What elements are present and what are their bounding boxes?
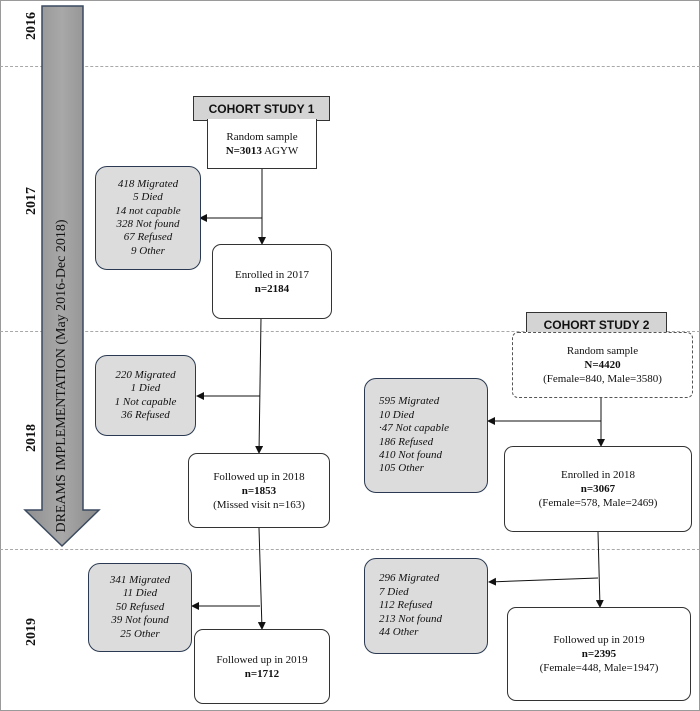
separator-2016-2017 xyxy=(0,66,700,67)
implementation-arrow xyxy=(23,5,101,548)
cohort2-exclusion-2018: 595 Migrated 10 Died ·47 Not capable 186… xyxy=(364,378,488,493)
exclusion-item: 44 Other xyxy=(379,626,419,639)
cohort2-random-sample-breakdown: (Female=840, Male=3580) xyxy=(543,373,662,385)
exclusion-item: 418 Migrated xyxy=(117,177,179,190)
cohort1-header: COHORT STUDY 1 xyxy=(193,96,330,121)
exclusion-item: ·47 Not capable xyxy=(379,422,449,435)
cohort2-followed-2019-label: Followed up in 2019 xyxy=(553,634,645,646)
arrow-c1-enrolled-to-2018 xyxy=(255,317,264,454)
cohort2-enrolled-2018-breakdown: (Female=578, Male=2469) xyxy=(538,497,658,509)
exclusion-item: 36 Refused xyxy=(121,408,170,421)
exclusion-item: 296 Migrated xyxy=(379,572,440,585)
arrow-c1-2018-to-2019 xyxy=(257,527,266,630)
cohort1-random-sample-label: Random sample xyxy=(226,130,298,143)
cohort1-followed-2019-label: Followed up in 2019 xyxy=(216,653,308,666)
cohort1-random-sample-count: N=3013 AGYW xyxy=(225,144,299,157)
exclusion-item: 595 Migrated xyxy=(379,395,440,408)
cohort1-followed-2018-count: n=1853 xyxy=(241,484,277,497)
exclusion-item: 105 Other xyxy=(379,462,424,475)
exclusion-item: 9 Other xyxy=(131,244,165,257)
cohort2-followed-2019-breakdown: (Female=448, Male=1947) xyxy=(539,662,659,674)
cohort2-followed-2019-count: n=2395 xyxy=(581,648,617,660)
exclusion-item: 1 Not capable xyxy=(114,395,177,408)
cohort1-random-sample-box: Random sample N=3013 AGYW xyxy=(207,119,317,169)
exclusion-item: 14 not capable xyxy=(115,204,181,217)
cohort1-enrolled-2017-box: Enrolled in 2017 n=2184 xyxy=(212,244,332,319)
cohort2-random-sample-label: Random sample xyxy=(566,345,639,357)
cohort2-random-sample-count: N=4420 xyxy=(584,359,621,371)
exclusion-item: 25 Other xyxy=(120,627,160,640)
cohort2-enrolled-2018-label: Enrolled in 2018 xyxy=(561,469,635,481)
cohort1-exclusion-2017: 418 Migrated 5 Died 14 not capable 328 N… xyxy=(95,166,201,270)
exclusion-item: 186 Refused xyxy=(379,435,434,448)
arrow-c2-excl-2019 xyxy=(488,577,599,586)
exclusion-item: 112 Refused xyxy=(379,599,433,612)
exclusion-item: 11 Died xyxy=(122,587,158,600)
exclusion-item: 50 Refused xyxy=(115,600,165,613)
cohort1-enrolled-2017-count: n=2184 xyxy=(254,282,290,295)
cohort1-enrolled-2017-label: Enrolled in 2017 xyxy=(235,268,309,281)
exclusion-item: 39 Not found xyxy=(111,614,169,627)
exclusion-item: 220 Migrated xyxy=(115,368,176,381)
cohort1-exclusion-2018: 220 Migrated 1 Died 1 Not capable 36 Ref… xyxy=(95,355,196,436)
cohort2-followed-2019-box: Followed up in 2019 n=2395 (Female=448, … xyxy=(507,607,691,701)
exclusion-item: 7 Died xyxy=(379,585,409,598)
separator-2017-2018 xyxy=(0,331,700,332)
cohort1-exclusion-2019: 341 Migrated 11 Died 50 Refused 39 Not f… xyxy=(88,563,192,652)
exclusion-item: 328 Not found xyxy=(116,218,180,230)
implementation-arrow-label: DREAMS IMPLEMENTATION (May 2016-Dec 2018… xyxy=(54,219,69,533)
cohort2-enrolled-2018-count: n=3067 xyxy=(580,483,616,495)
arrow-c2-enrolled-to-2019 xyxy=(595,531,604,608)
exclusion-item: 10 Died xyxy=(379,408,415,421)
cohort2-random-sample-box: Random sample N=4420 (Female=840, Male=3… xyxy=(512,332,693,398)
cohort1-followed-2018-missed: (Missed visit n=163) xyxy=(213,498,305,511)
exclusion-item: 1 Died xyxy=(130,382,161,395)
cohort1-followed-2019-count: n=1712 xyxy=(244,667,280,680)
cohort2-exclusion-2019: 296 Migrated 7 Died 112 Refused 213 Not … xyxy=(364,558,488,654)
cohort1-followed-2018-box: Followed up in 2018 n=1853 (Missed visit… xyxy=(188,453,330,528)
cohort1-followed-2018-label: Followed up in 2018 xyxy=(213,470,305,483)
separator-2018-2019 xyxy=(0,549,700,550)
exclusion-item: 213 Not found xyxy=(379,612,442,625)
cohort2-enrolled-2018-box: Enrolled in 2018 n=3067 (Female=578, Mal… xyxy=(504,446,692,532)
exclusion-item: 5 Died xyxy=(133,191,163,204)
exclusion-item: 341 Migrated xyxy=(109,573,171,586)
exclusion-item: 410 Not found xyxy=(379,448,442,461)
exclusion-item: 67 Refused xyxy=(123,231,173,244)
cohort1-followed-2019-box: Followed up in 2019 n=1712 xyxy=(194,629,330,704)
